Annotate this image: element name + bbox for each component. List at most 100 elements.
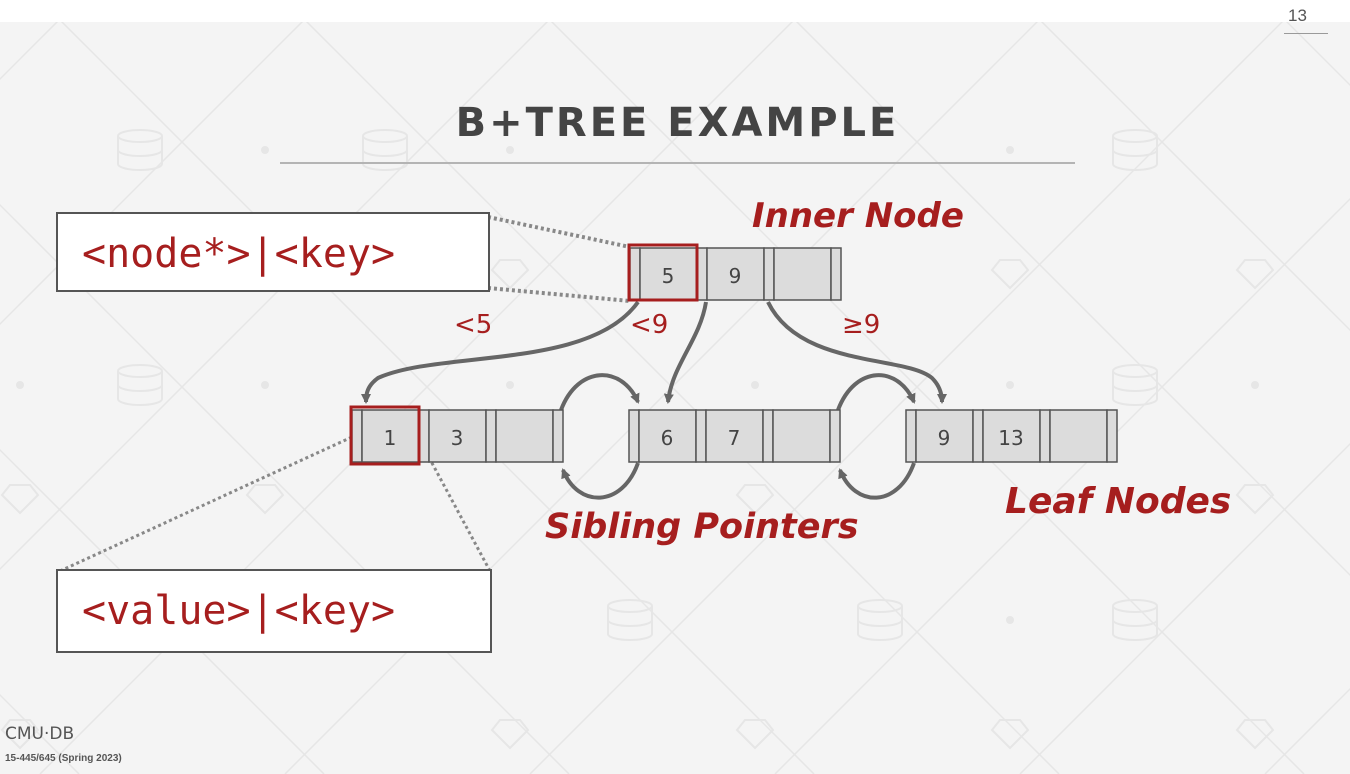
leaf-node: 9 13 (905, 409, 1118, 463)
inner-legend-leader-top (487, 215, 631, 249)
leaf-node-key-text: 13 (998, 426, 1023, 450)
background-database-icon (856, 599, 904, 641)
background-dot (1006, 616, 1014, 624)
edge-label-less-than-9: <9 (630, 310, 669, 340)
background-diagonal-line (774, 197, 1350, 774)
background-diagonal-line (529, 0, 1305, 774)
background-diagonal-line (0, 0, 570, 571)
background-database-icon (606, 599, 654, 641)
background-database-icon (1111, 129, 1159, 171)
leaf-node-slot-pointer (905, 409, 917, 463)
sibling-arrow-leaf1-to-leaf2 (559, 373, 640, 411)
leaf-node-key-cell (1049, 409, 1108, 463)
inner-node-key-cell (773, 247, 832, 301)
slide-top-margin (0, 0, 1350, 22)
leaf-node-key-cell (772, 409, 831, 463)
background-database-stroke (1112, 619, 1158, 627)
sibling-pointers-label: Sibling Pointers (545, 507, 859, 547)
leaf-node-slot-pointer (552, 409, 564, 463)
background-gem-icon (990, 719, 1030, 750)
leaf-node-key-text: 3 (451, 426, 464, 450)
inner-node-slot-pointer (763, 247, 775, 301)
leaf-node-slot-pointer (351, 409, 363, 463)
inner-node-key-cell (706, 247, 765, 301)
title-underline (280, 162, 1075, 164)
background-database-stroke (117, 136, 163, 171)
background-diagonal-line (1019, 442, 1350, 774)
leaf-node: 1 3 (349, 405, 564, 466)
leaf-node-slot-pointer (829, 409, 841, 463)
background-database-icon (116, 364, 164, 406)
pointer-arrow-less-than-9 (663, 301, 708, 404)
leaf-node: 6 7 (628, 409, 841, 463)
leaf-node-slot-pointer (1039, 409, 1051, 463)
background-gem-icon (1235, 719, 1275, 750)
background-gem-icon (990, 259, 1030, 290)
pointer-arrow-less-than-5 (361, 300, 640, 404)
edge-label-less-than-5: <5 (454, 310, 493, 340)
leaf-node-slot-pointer (485, 409, 497, 463)
background-database-stroke (117, 384, 163, 392)
leaf-node-key-text: 7 (728, 426, 741, 450)
leaf-node-slot-pointer (762, 409, 774, 463)
background-database-stroke (607, 606, 653, 641)
background-database-stroke (1112, 136, 1158, 171)
page-number-rule (1284, 33, 1328, 34)
slide-title: B+TREE EXAMPLE (455, 100, 900, 146)
sibling-arrow-leaf2-to-leaf3 (836, 373, 916, 411)
background-dot (751, 381, 759, 389)
leaf-node-key-text: 1 (384, 426, 397, 450)
background-database-stroke (857, 619, 903, 627)
background-dot (261, 381, 269, 389)
edge-label-at-least-9: ≥9 (842, 310, 881, 340)
footer-logo: CMU·DB (5, 724, 75, 744)
inner-node: 5 9 (627, 243, 842, 302)
background-database-icon (116, 129, 164, 171)
inner-node-key-text: 9 (729, 264, 742, 288)
inner-node-pair-highlight (627, 243, 699, 302)
background-dot (16, 381, 24, 389)
background-gem-icon (1235, 484, 1275, 515)
inner-node-slot-pointer (629, 247, 641, 301)
leaf-node-slot-pointer (695, 409, 707, 463)
leaf-node-slot-pointer (628, 409, 640, 463)
sibling-arrow-leaf3-to-leaf2 (838, 462, 916, 500)
background-database-icon (1111, 364, 1159, 406)
leaf-node-key-text: 9 (938, 426, 951, 450)
background-gem-icon (490, 259, 530, 290)
background-dot (1006, 146, 1014, 154)
inner-legend-leader-bottom (487, 286, 631, 303)
background-gem-icon (490, 719, 530, 750)
background-database-stroke (117, 371, 163, 406)
background-diagonal-line (1019, 0, 1350, 332)
leaf-node-key-cell (705, 409, 764, 463)
background-database-stroke (1112, 149, 1158, 157)
leaf-node-slot-pointer (972, 409, 984, 463)
pointer-arrow-at-least-9 (766, 301, 947, 404)
background-gem-icon (735, 484, 775, 515)
background-dot (1006, 381, 1014, 389)
background-database-icon (1111, 599, 1159, 641)
inner-node-format-box: <node*>|<key> (56, 212, 490, 292)
background-database-stroke (362, 149, 408, 157)
background-database-stroke (1112, 606, 1158, 641)
background-database-stroke (857, 606, 903, 641)
background-diagonal-line (0, 0, 325, 326)
leaf-node-key-cell (982, 409, 1041, 463)
leaf-node-key-cell (428, 409, 487, 463)
background-gem-icon (0, 719, 40, 750)
background-database-stroke (1112, 371, 1158, 406)
leaf-node-slot-pointer (1106, 409, 1118, 463)
background-gem-icon (735, 719, 775, 750)
background-gem-icon (1235, 259, 1275, 290)
background-database-stroke (117, 149, 163, 157)
leaf-node-format-box: <value>|<key> (56, 569, 492, 653)
leaf-legend-leader-left (59, 435, 353, 573)
background-gem-icon (245, 484, 285, 515)
inner-node-key-cell (639, 247, 698, 301)
leaf-node-pair-highlight (349, 405, 421, 466)
footer-course-label: 15-445/645 (Spring 2023) (5, 753, 122, 764)
